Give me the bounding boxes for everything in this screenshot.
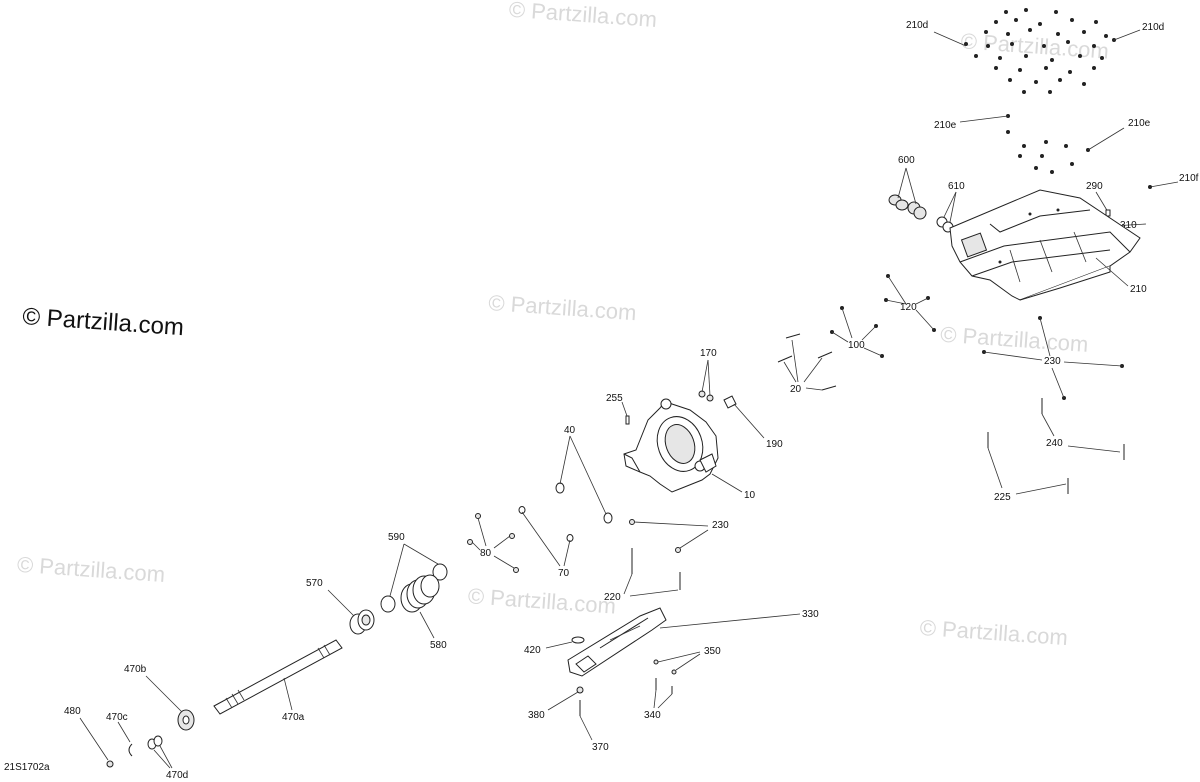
callout-100: 100 xyxy=(848,340,865,351)
callout-220: 220 xyxy=(604,592,621,603)
callout-255: 255 xyxy=(606,393,623,404)
nut-380 xyxy=(576,686,584,694)
callout-310: 310 xyxy=(1120,220,1137,231)
callout-210e-left: 210e xyxy=(934,120,957,131)
watermark-mid-center: © Partzilla.com xyxy=(488,290,638,325)
callout-570: 570 xyxy=(306,578,323,589)
washer-40-a xyxy=(555,482,565,494)
screws-80 xyxy=(467,513,519,573)
callout-230-top: 230 xyxy=(1044,356,1061,367)
callout-80: 80 xyxy=(480,548,492,559)
screw-350-a xyxy=(653,659,659,665)
screw-230-e xyxy=(629,519,635,525)
fitting-600 xyxy=(888,194,927,220)
sprocket-470b xyxy=(177,709,195,731)
callout-210f: 210f xyxy=(1179,173,1199,184)
watermark-mid-right: © Partzilla.com xyxy=(940,322,1090,357)
callout-470a: 470a xyxy=(282,712,305,723)
diagram-code: 21S1702a xyxy=(4,762,50,773)
callout-470c: 470c xyxy=(106,712,128,723)
callout-340: 340 xyxy=(644,710,661,721)
washer-420 xyxy=(571,636,585,644)
callout-10: 10 xyxy=(744,490,756,501)
callout-70: 70 xyxy=(558,568,570,579)
arm-330 xyxy=(567,607,667,677)
callout-480: 480 xyxy=(64,706,81,717)
callout-225: 225 xyxy=(994,492,1011,503)
callout-190: 190 xyxy=(766,439,783,450)
clamp-590-b xyxy=(432,563,448,581)
callout-210e-right: 210e xyxy=(1128,118,1151,129)
studs-20 xyxy=(777,333,837,391)
circlip-470c xyxy=(128,743,133,757)
callout-40: 40 xyxy=(564,425,576,436)
boot-580 xyxy=(400,574,440,613)
nut-480 xyxy=(106,760,114,768)
callout-580: 580 xyxy=(430,640,447,651)
callout-420: 420 xyxy=(524,645,541,656)
watermark-bottom-right: © Partzilla.com xyxy=(919,615,1069,650)
callout-470b: 470b xyxy=(124,664,147,675)
callout-470d: 470d xyxy=(166,770,188,781)
screw-230-f xyxy=(675,547,681,553)
callout-210d-right: 210d xyxy=(1142,22,1164,33)
callout-230-mid: 230 xyxy=(712,520,729,531)
callout-380: 380 xyxy=(528,710,545,721)
callout-590: 590 xyxy=(388,532,405,543)
rivet-cluster-210e xyxy=(1006,114,1090,174)
callout-610: 610 xyxy=(948,181,965,192)
watermark-top-center: © Partzilla.com xyxy=(508,0,658,32)
callout-210d-left: 210d xyxy=(906,20,928,31)
callout-370: 370 xyxy=(592,742,609,753)
ring-470d-b xyxy=(153,735,163,747)
watermark-bottom-left: © Partzilla.com xyxy=(16,552,166,587)
washer-40-b xyxy=(603,512,613,524)
callout-290: 290 xyxy=(1086,181,1103,192)
callout-170: 170 xyxy=(700,348,717,359)
shaft-470a xyxy=(213,639,343,715)
skid-plate-210 xyxy=(949,189,1141,301)
rivet-cluster-210d xyxy=(964,8,1116,94)
screw-255 xyxy=(625,415,630,425)
housing-10 xyxy=(623,398,719,493)
callout-20: 20 xyxy=(790,384,802,395)
callout-330: 330 xyxy=(802,609,819,620)
clamp-590-a xyxy=(380,595,396,613)
watermark-main: © Partzilla.com xyxy=(22,303,185,341)
watermark-bottom-center: © Partzilla.com xyxy=(467,583,617,618)
clip-190 xyxy=(723,395,737,409)
callout-350: 350 xyxy=(704,646,721,657)
screw-290 xyxy=(1105,209,1111,217)
callout-600: 600 xyxy=(898,155,915,166)
watermark-top-right: © Partzilla.com xyxy=(960,28,1110,63)
callout-120: 120 xyxy=(900,302,917,313)
screw-350-b xyxy=(671,669,677,675)
washer-70-a xyxy=(518,506,526,514)
callout-210: 210 xyxy=(1130,284,1147,295)
bearing-570 xyxy=(349,609,375,635)
callout-240: 240 xyxy=(1046,438,1063,449)
